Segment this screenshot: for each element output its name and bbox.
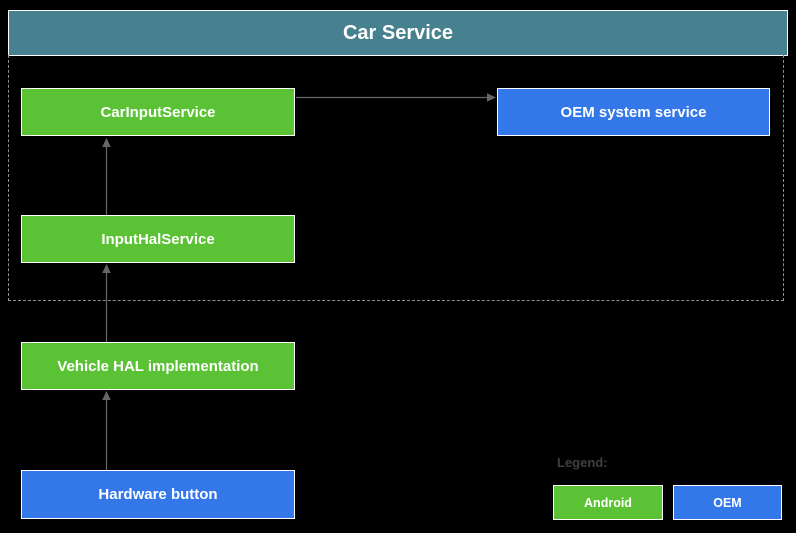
arrow-hardwarebutton-to-vehiclehal bbox=[102, 391, 111, 470]
legend-title: Legend: bbox=[557, 455, 608, 470]
car-service-boundary bbox=[8, 55, 784, 301]
legend-item-oem: OEM bbox=[673, 485, 782, 520]
legend-item-android-label: Android bbox=[584, 495, 632, 510]
node-vehicle-hal-implementation-label: Vehicle HAL implementation bbox=[57, 357, 259, 375]
node-hardware-button-label: Hardware button bbox=[98, 486, 218, 503]
node-input-hal-service-label: InputHalService bbox=[101, 230, 215, 248]
legend-item-android: Android bbox=[553, 485, 663, 520]
car-service-header: Car Service bbox=[8, 10, 788, 56]
legend-item-oem-label: OEM bbox=[713, 495, 742, 510]
node-car-input-service: CarInputService bbox=[21, 88, 295, 136]
node-car-input-service-label: CarInputService bbox=[100, 103, 216, 121]
node-vehicle-hal-implementation: Vehicle HAL implementation bbox=[21, 342, 295, 390]
node-input-hal-service: InputHalService bbox=[21, 215, 295, 263]
node-hardware-button: Hardware button bbox=[21, 470, 295, 519]
node-oem-system-service-label: OEM system service bbox=[560, 103, 707, 121]
node-oem-system-service: OEM system service bbox=[497, 88, 770, 136]
diagram-title: Car Service bbox=[342, 21, 454, 44]
